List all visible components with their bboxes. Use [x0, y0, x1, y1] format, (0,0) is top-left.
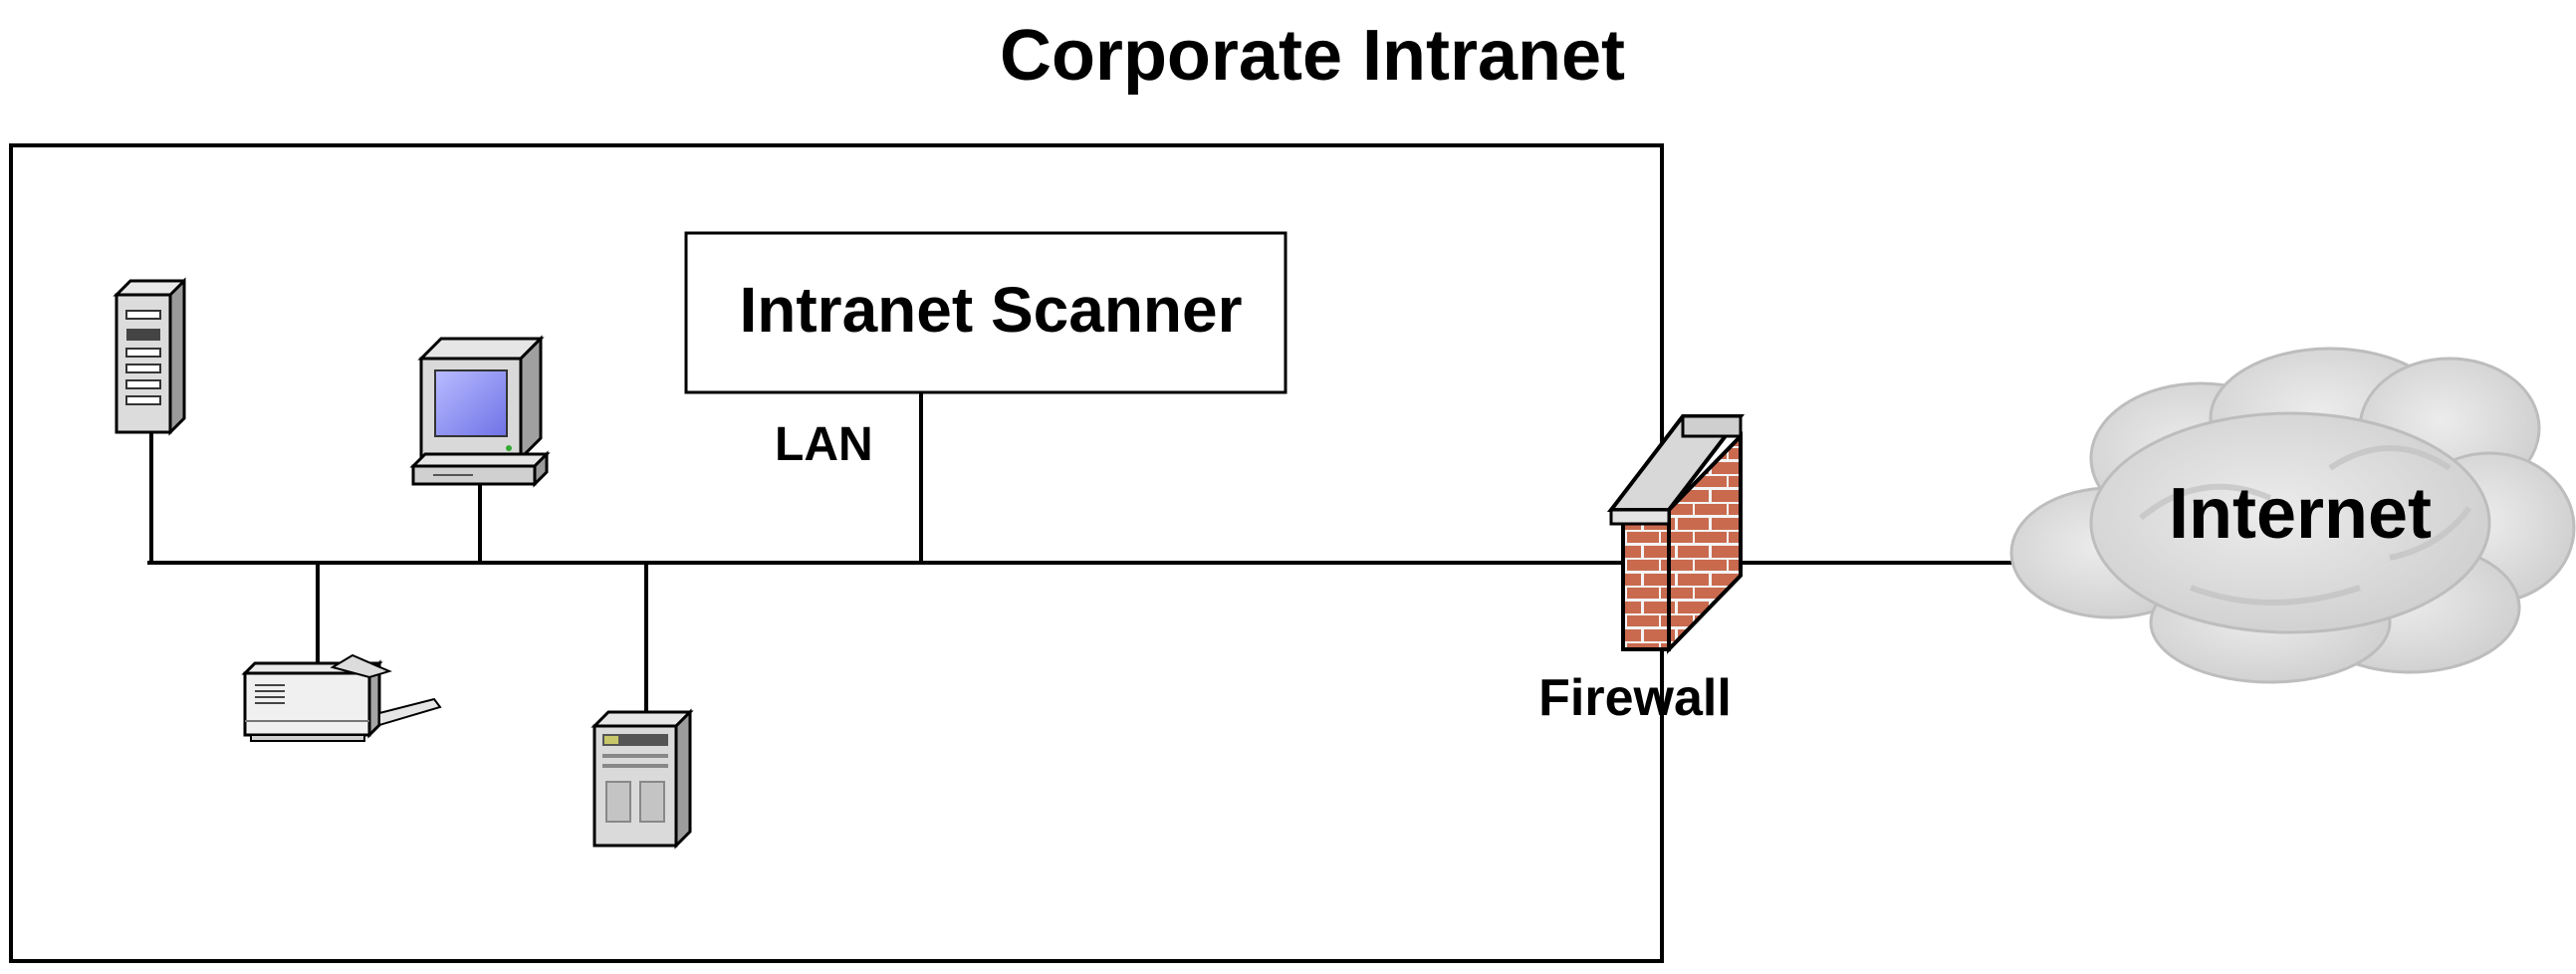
server-icon — [590, 708, 694, 850]
intranet-scanner-label: Intranet Scanner — [739, 274, 1242, 346]
internet-label: Internet — [2169, 474, 2432, 554]
cloud-icon — [2009, 347, 2576, 684]
firewall-label: Firewall — [1538, 669, 1732, 727]
diagram-title: Corporate Intranet — [1000, 16, 1625, 96]
server-tower-icon — [113, 277, 186, 436]
desktop-computer-icon — [409, 335, 551, 488]
brick-wall-icon — [1606, 414, 1746, 654]
lan-bus — [147, 392, 2026, 715]
lan-label: LAN — [775, 418, 873, 471]
intranet-scanner-box: Intranet Scanner — [684, 231, 1288, 394]
printer-icon — [241, 653, 442, 742]
